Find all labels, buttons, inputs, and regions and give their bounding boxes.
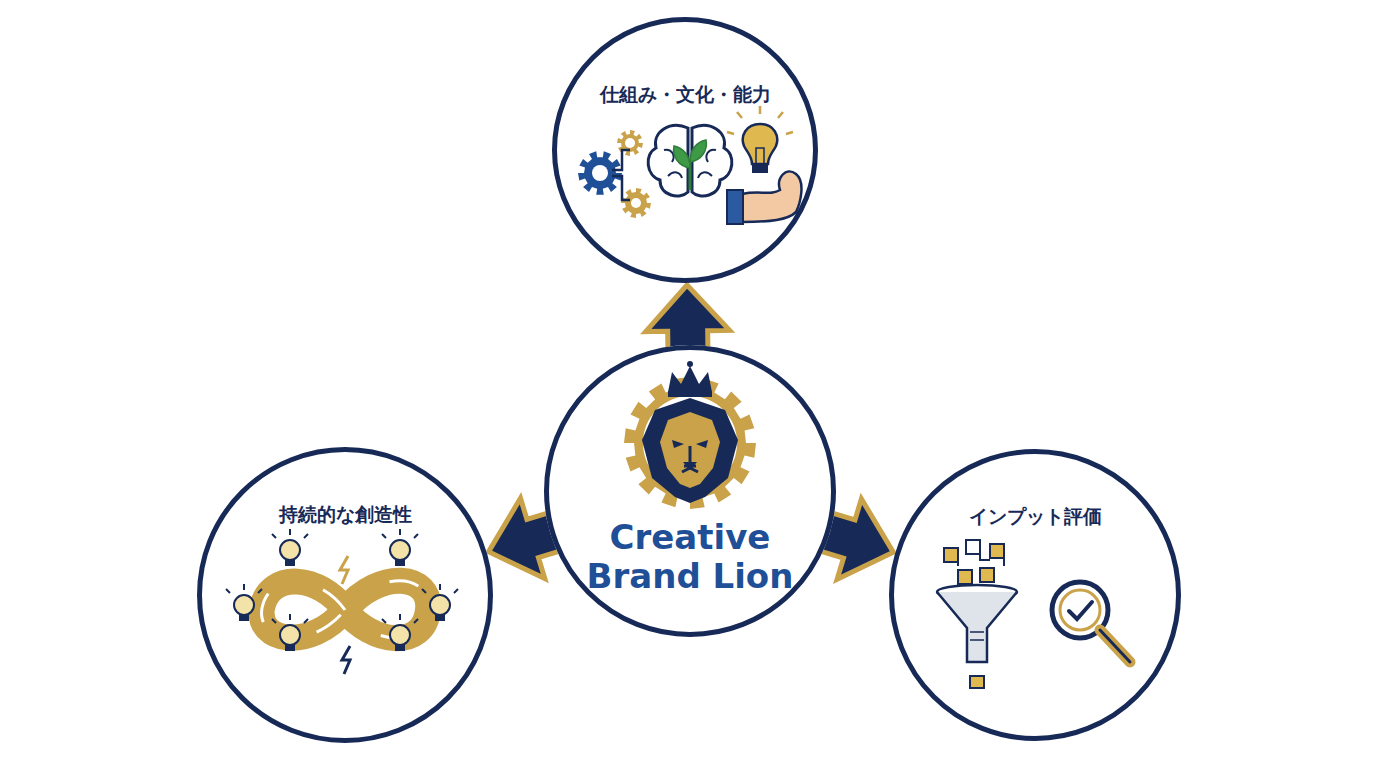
bulb-icon (382, 529, 418, 566)
circle-ground (552, 17, 818, 283)
magnifier-icon (1052, 582, 1130, 662)
right-circle: インプット評価 (889, 449, 1181, 741)
bulb-arm-icon (727, 106, 801, 224)
lion-logo (624, 361, 756, 509)
left-circle: 持続的な創造性 (197, 447, 493, 743)
bulb-icon (422, 584, 458, 621)
gear-shape (578, 151, 622, 194)
gear-hole (631, 198, 641, 208)
gear-shape (621, 188, 651, 218)
bulb-icon (382, 614, 418, 651)
top-circle: 仕組み・文化・能力 (552, 17, 818, 283)
gear-hole (625, 138, 635, 148)
funnel-icon (937, 540, 1017, 688)
circle-ground (197, 447, 493, 743)
circle-heading: インプット評価 (915, 506, 1155, 528)
block-arrow (646, 285, 730, 349)
gear-shape (624, 377, 756, 509)
infinity-loop-icon (226, 529, 458, 674)
circle-ground (544, 345, 836, 637)
circle-ground (889, 449, 1181, 741)
brand-name: Creative Brand Lion (570, 518, 810, 596)
circle-heading: 仕組み・文化・能力 (570, 84, 800, 106)
bulb-icon (272, 614, 308, 651)
gears-icon (578, 130, 651, 218)
brain-icon (648, 125, 732, 196)
bulb-icon (272, 529, 308, 566)
bulb-icon (226, 584, 262, 621)
gear-hole (592, 165, 608, 181)
circle-heading: 持続的な創造性 (225, 504, 465, 526)
center-circle: Creative Brand Lion (544, 345, 836, 637)
